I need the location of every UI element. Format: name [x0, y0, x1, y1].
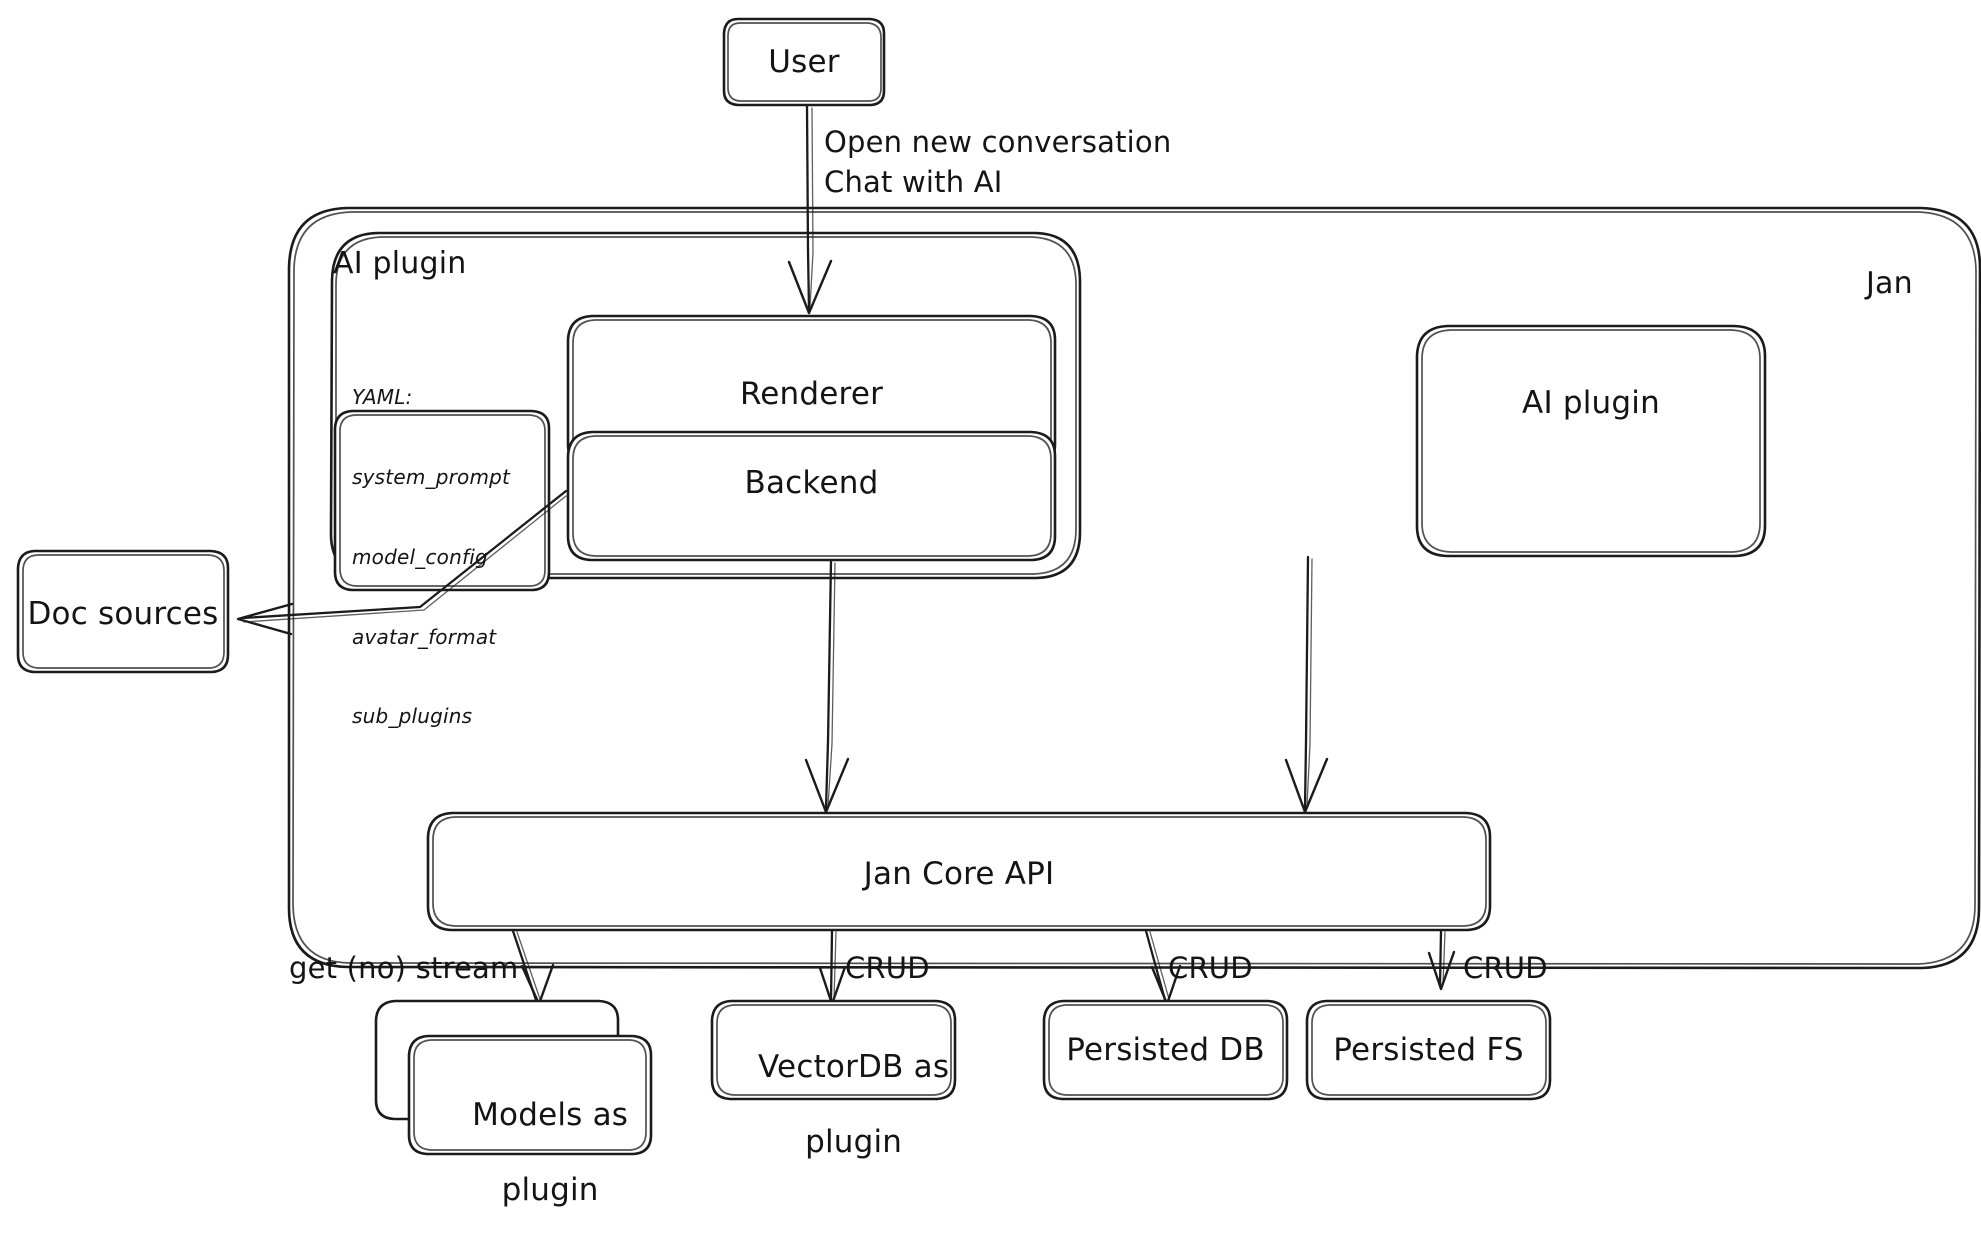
edge-backend-to-doc-sources [236, 489, 568, 636]
doc-sources-node-shape [16, 549, 230, 674]
backend-node-label[interactable]: Backend [744, 465, 879, 501]
vectordb-as-plugin-node-label[interactable]: VectorDB as plugin [712, 1012, 955, 1198]
vectordb-as-plugin-line2: plugin [805, 1123, 903, 1160]
persisted-fs-node-shape [1305, 999, 1552, 1101]
vectordb-as-plugin-line1: VectorDB as [758, 1049, 950, 1086]
user-node-shape [722, 17, 886, 107]
renderer-node-label[interactable]: Renderer [739, 376, 884, 412]
doc-sources-node-label[interactable]: Doc sources [27, 596, 219, 632]
edge-label-user-to-renderer-line2: Chat with AI [824, 165, 1003, 199]
yaml-note-key-avatar-format: avatar_format [352, 624, 497, 649]
models-as-plugin-node-shape [374, 999, 653, 1156]
edge-label-core-to-persisted-fs: CRUD [1463, 951, 1548, 985]
persisted-fs-node-label[interactable]: Persisted FS [1333, 1032, 1524, 1068]
edge-core-to-persisted-fs [1427, 929, 1456, 991]
user-node-label[interactable]: User [768, 44, 840, 80]
ai-plugin-subgraph-label: AI plugin [333, 246, 467, 281]
edge-label-core-to-vectordb: CRUD [845, 951, 930, 985]
jan-core-api-node-shape [426, 811, 1492, 932]
edge-label-core-to-persisted-db: CRUD [1168, 951, 1253, 985]
models-as-plugin-line2: plugin [501, 1171, 599, 1208]
jan-container-label: Jan [1866, 266, 1913, 301]
models-as-plugin-line1: Models as [472, 1097, 629, 1134]
vectordb-as-plugin-node-shape [710, 999, 957, 1101]
yaml-note-key-sub-plugins: sub_plugins [352, 704, 473, 729]
persisted-db-node-shape [1042, 999, 1289, 1101]
yaml-note-key-system-prompt: system_prompt [352, 464, 511, 489]
yaml-note-shape [333, 409, 551, 592]
ai-plugin-node-shape [1415, 324, 1767, 558]
yaml-note-text: YAML: system_prompt model_config avatar_… [352, 331, 542, 783]
edge-user-to-renderer [787, 104, 833, 315]
edge-label-user-to-renderer-line1: Open new conversation [824, 125, 1172, 159]
backend-node-shape [566, 430, 1057, 562]
yaml-note-key-model-config: model_config [352, 544, 488, 569]
renderer-node-shape [566, 314, 1057, 470]
yaml-note-heading: YAML: [352, 385, 413, 410]
edge-label-core-to-models: get (no) stream [289, 951, 519, 985]
models-as-plugin-node-label[interactable]: Models as plugin [409, 1060, 651, 1246]
ai-plugin-node-label[interactable]: AI plugin [1522, 385, 1660, 421]
persisted-db-node-label[interactable]: Persisted DB [1066, 1032, 1265, 1068]
jan-core-api-node-label[interactable]: Jan Core API [863, 856, 1055, 892]
